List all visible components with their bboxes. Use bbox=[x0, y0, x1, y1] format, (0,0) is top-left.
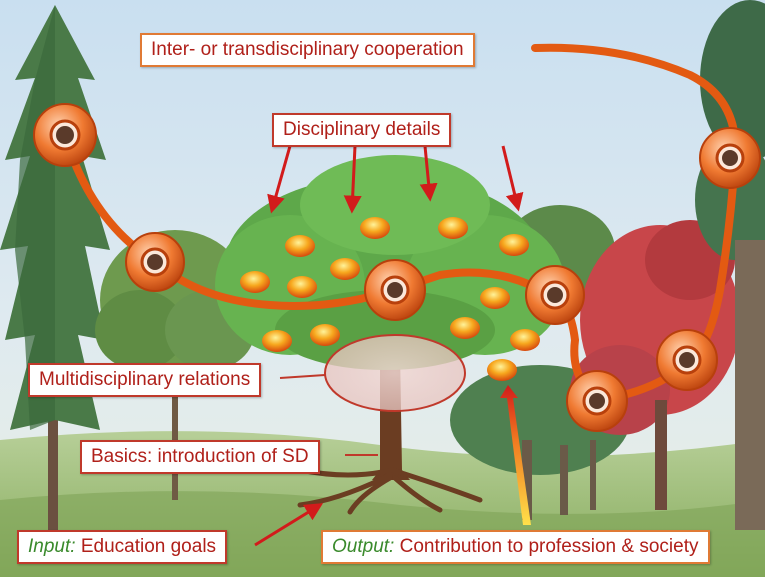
basics-label: Basics: introduction of SD bbox=[80, 440, 320, 474]
multidisciplinary-label: Multidisciplinary relations bbox=[28, 363, 261, 397]
fruit bbox=[262, 330, 292, 352]
multidisciplinary-ellipse bbox=[325, 335, 465, 411]
path-ring bbox=[526, 266, 584, 324]
fruit bbox=[487, 359, 517, 381]
cooperation-label: Inter- or transdisciplinary cooperation bbox=[140, 33, 475, 67]
fruit bbox=[287, 276, 317, 298]
input-prefix: Input: bbox=[28, 536, 76, 557]
fruit bbox=[510, 329, 540, 351]
fruit bbox=[438, 217, 468, 239]
fruit bbox=[360, 217, 390, 239]
path-ring bbox=[34, 104, 96, 166]
fruit bbox=[480, 287, 510, 309]
output-prefix: Output: bbox=[332, 536, 394, 557]
input-text: Education goals bbox=[81, 536, 216, 557]
path-ring bbox=[365, 260, 425, 320]
path-ring bbox=[126, 233, 184, 291]
fruit bbox=[310, 324, 340, 346]
fruit bbox=[285, 235, 315, 257]
fruit bbox=[240, 271, 270, 293]
output-text: Contribution to profession & society bbox=[400, 536, 699, 557]
fruit bbox=[330, 258, 360, 280]
path-ring bbox=[700, 128, 760, 188]
path-ring bbox=[657, 330, 717, 390]
disciplinary-details-label: Disciplinary details bbox=[272, 113, 451, 147]
path-ring bbox=[567, 371, 627, 431]
fruit bbox=[450, 317, 480, 339]
input-label: Input: Education goals bbox=[17, 530, 227, 564]
fruit bbox=[499, 234, 529, 256]
output-label: Output: Contribution to profession & soc… bbox=[321, 530, 710, 564]
